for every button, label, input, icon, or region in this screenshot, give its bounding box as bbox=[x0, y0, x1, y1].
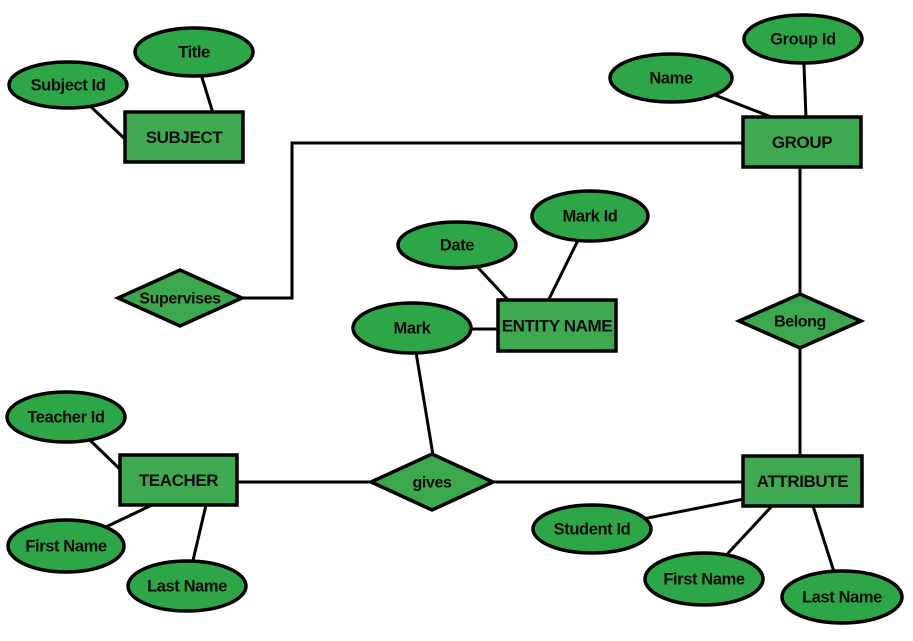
attribute-attr-last-name-label: Last Name bbox=[802, 589, 882, 607]
attribute-date-ellipse bbox=[396, 220, 518, 270]
entity-group-box bbox=[741, 115, 863, 169]
attribute-teacher-last-name-label: Last Name bbox=[147, 578, 227, 596]
relationship-gives-diamond bbox=[366, 452, 498, 512]
relationship-supervises: Supervises bbox=[113, 268, 247, 328]
entity-entity-name-box bbox=[496, 298, 618, 353]
attribute-name: Name bbox=[608, 52, 734, 104]
attribute-attr-last-name: Last Name bbox=[780, 569, 904, 625]
attribute-student-id-ellipse bbox=[531, 503, 653, 555]
connection-supervises-to-group-elbow bbox=[242, 141, 743, 300]
attribute-attr-first-name-ellipse bbox=[643, 551, 765, 607]
attribute-title-label: Title bbox=[178, 44, 210, 62]
attribute-teacher-first-name: First Name bbox=[6, 518, 126, 574]
attribute-group-id-ellipse bbox=[742, 13, 864, 65]
attribute-attr-first-name-label: First Name bbox=[663, 571, 745, 589]
attribute-group-id: Group Id bbox=[742, 13, 864, 65]
entity-group: GROUP bbox=[741, 115, 863, 169]
attribute-title-ellipse bbox=[133, 26, 255, 78]
entity-attribute-label: ATTRIBUTE bbox=[757, 472, 849, 491]
attribute-subject-id: Subject Id bbox=[7, 60, 129, 110]
attribute-teacher-last-name: Last Name bbox=[126, 559, 248, 613]
attribute-mark-id-ellipse bbox=[530, 189, 650, 243]
attribute-mark-id: Mark Id bbox=[530, 189, 650, 243]
attribute-student-id-label: Student Id bbox=[554, 521, 631, 539]
attribute-subject-id-label: Subject Id bbox=[31, 77, 106, 95]
entity-attribute: ATTRIBUTE bbox=[741, 454, 864, 508]
attribute-mark-ellipse bbox=[351, 301, 473, 355]
attribute-teacher-id-label: Teacher Id bbox=[27, 409, 104, 427]
attribute-date: Date bbox=[396, 220, 518, 270]
attribute-teacher-last-name-ellipse bbox=[126, 559, 248, 613]
relationship-supervises-label: Supervises bbox=[139, 291, 221, 308]
entity-entity-name-label: ENTITY NAME bbox=[502, 317, 613, 336]
attribute-name-label: Name bbox=[649, 70, 693, 88]
attribute-student-id: Student Id bbox=[531, 503, 653, 555]
entity-entity-name: ENTITY NAME bbox=[496, 298, 618, 353]
relationship-belong-label: Belong bbox=[774, 314, 826, 331]
attribute-mark-id-label: Mark Id bbox=[563, 208, 618, 226]
entity-subject-label: SUBJECT bbox=[146, 128, 224, 147]
entity-group-label: GROUP bbox=[772, 133, 832, 152]
entity-teacher-label: TEACHER bbox=[139, 471, 218, 490]
attribute-teacher-first-name-ellipse bbox=[6, 518, 126, 574]
entity-teacher: TEACHER bbox=[118, 453, 239, 507]
attribute-teacher-first-name-label: First Name bbox=[25, 538, 107, 556]
attribute-mark: Mark bbox=[351, 301, 473, 355]
attribute-name-ellipse bbox=[608, 52, 734, 104]
relationship-supervises-diamond bbox=[113, 268, 247, 328]
entity-subject: SUBJECT bbox=[123, 110, 245, 164]
relationship-gives: gives bbox=[366, 452, 498, 512]
attribute-attr-first-name: First Name bbox=[643, 551, 765, 607]
attribute-date-label: Date bbox=[440, 237, 474, 255]
relationship-belong-diamond bbox=[734, 292, 866, 350]
relationship-belong: Belong bbox=[734, 292, 866, 350]
attribute-title: Title bbox=[133, 26, 255, 78]
attribute-mark-label: Mark bbox=[394, 320, 432, 338]
attribute-attr-last-name-ellipse bbox=[780, 569, 904, 625]
attribute-subject-id-ellipse bbox=[7, 60, 129, 110]
attribute-teacher-id-ellipse bbox=[5, 390, 127, 444]
entity-attribute-box bbox=[741, 454, 864, 508]
attribute-group-id-label: Group Id bbox=[770, 31, 836, 49]
attribute-teacher-id: Teacher Id bbox=[5, 390, 127, 444]
entity-teacher-box bbox=[118, 453, 239, 507]
relationship-gives-label: gives bbox=[413, 475, 452, 492]
entity-subject-box bbox=[123, 110, 245, 164]
